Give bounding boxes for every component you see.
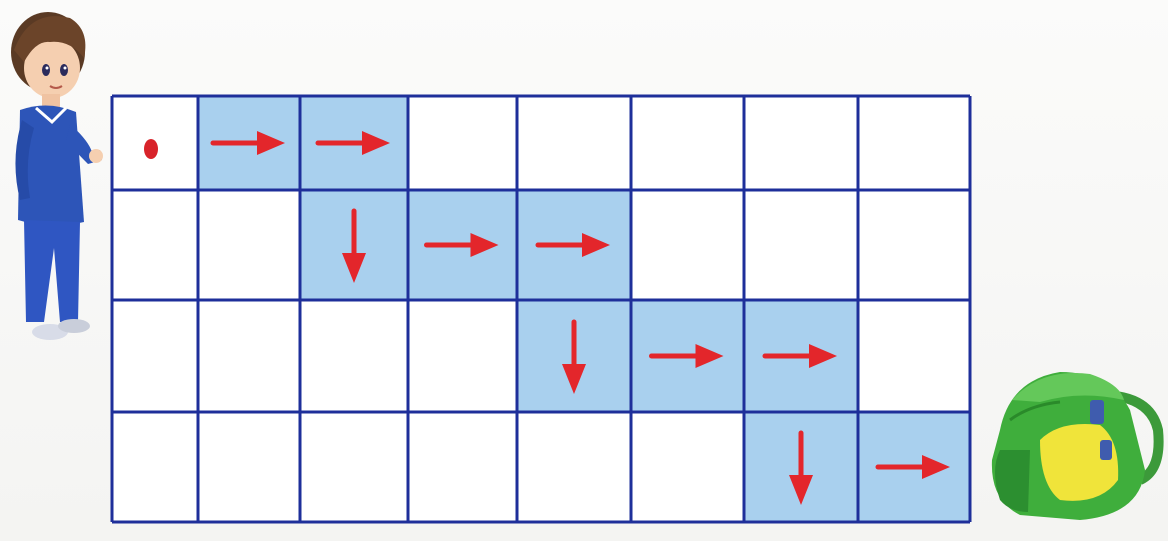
puzzle-scene: [0, 0, 1168, 541]
backpack-icon: [0, 0, 1168, 541]
